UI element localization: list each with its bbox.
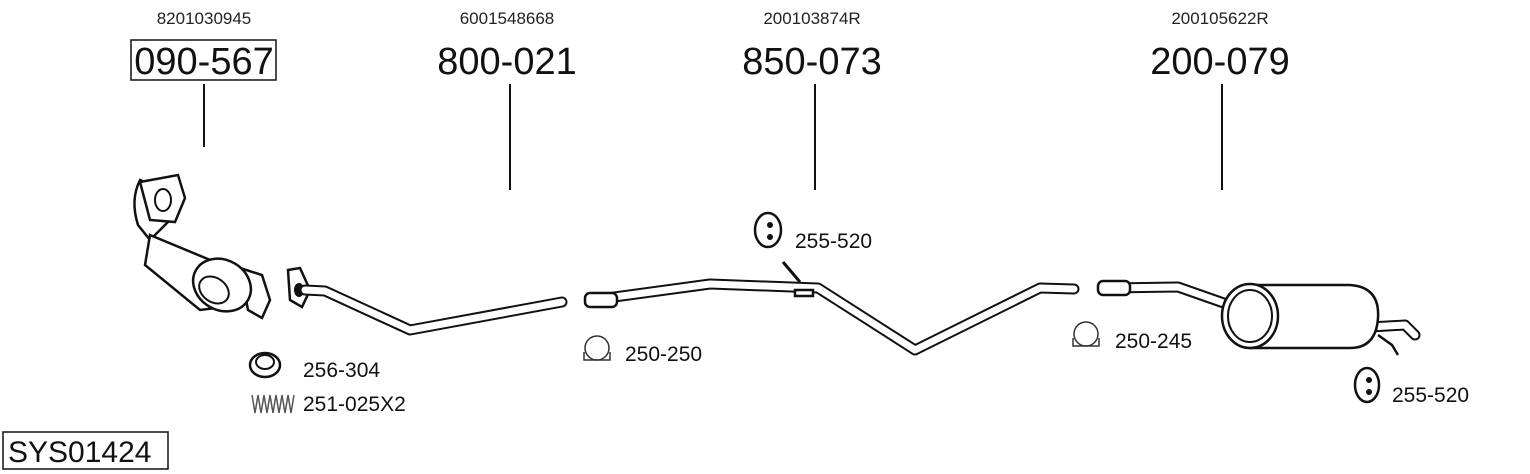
clamp-icon xyxy=(1072,321,1100,347)
rubber-hanger-icon xyxy=(1353,366,1381,404)
accessory-label[interactable]: 250-250 xyxy=(625,343,702,366)
part-number-rear-silencer[interactable]: 200-079 xyxy=(1150,41,1289,83)
part-number-catalyst[interactable]: 090-567 xyxy=(134,41,273,83)
front-pipe-drawing[interactable] xyxy=(286,266,568,336)
system-id: SYS01424 xyxy=(8,436,151,469)
part-number-box xyxy=(130,39,277,81)
accessory-label[interactable]: 256-304 xyxy=(303,359,380,382)
part-number-middle-pipe[interactable]: 850-073 xyxy=(742,41,881,83)
part-number-front-pipe[interactable]: 800-021 xyxy=(437,41,576,83)
system-id-box xyxy=(2,431,169,470)
catalytic-converter-drawing[interactable] xyxy=(133,173,272,322)
rubber-hanger-icon xyxy=(753,211,783,249)
oem-number-2: 6001548668 xyxy=(460,9,555,28)
oem-number-1: 8201030945 xyxy=(157,9,252,28)
middle-pipe-drawing[interactable] xyxy=(583,261,1080,356)
clamp-icon xyxy=(583,335,611,361)
oem-number-4: 200105622R xyxy=(1171,9,1268,28)
rear-silencer-drawing[interactable] xyxy=(1096,279,1421,356)
gasket-ring-icon xyxy=(248,351,282,379)
spring-icon xyxy=(251,394,295,414)
oem-number-3: 200103874R xyxy=(763,9,860,28)
accessory-label[interactable]: 255-520 xyxy=(1392,384,1469,407)
accessory-label[interactable]: 251-025X2 xyxy=(303,393,406,416)
accessory-label[interactable]: 255-520 xyxy=(795,230,872,253)
accessory-label[interactable]: 250-245 xyxy=(1115,330,1192,353)
